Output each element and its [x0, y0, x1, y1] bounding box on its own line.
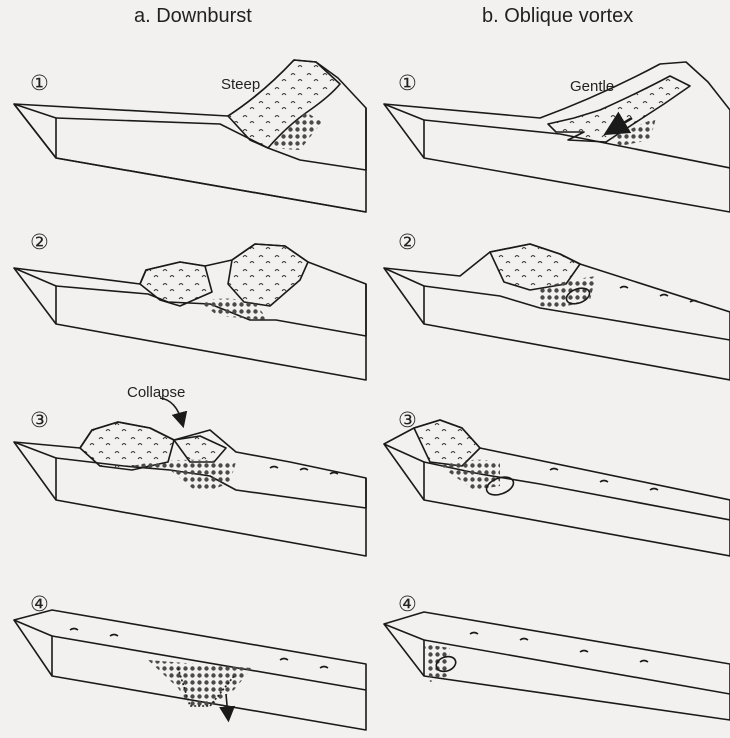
panel-a2 [14, 244, 366, 380]
panel-a3 [14, 398, 366, 556]
panel-a4 [14, 610, 366, 730]
panel-b1 [384, 62, 730, 212]
panel-b4 [384, 612, 730, 720]
panel-a1 [14, 60, 366, 212]
panel-b3 [384, 420, 730, 556]
panel-b2 [384, 244, 730, 380]
